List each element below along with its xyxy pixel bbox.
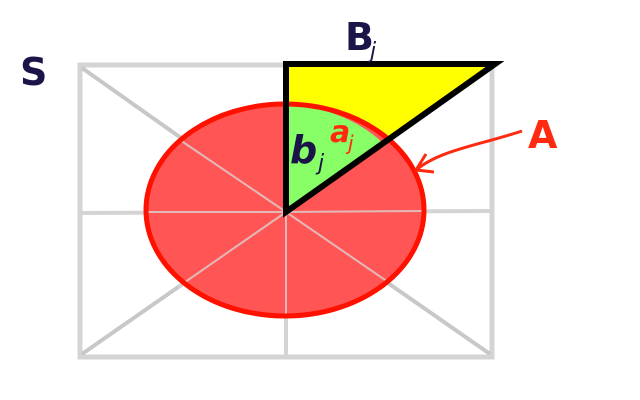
spoke-lower-left <box>177 211 287 288</box>
label-a-lower-subscript: j <box>345 131 354 155</box>
arrow-head <box>414 153 435 174</box>
label-b-upper-subscript: j <box>367 39 377 64</box>
label-b-lower: b <box>290 128 317 172</box>
label-s: S <box>20 50 47 94</box>
arrow-to-ellipse <box>414 129 523 174</box>
label-b-upper: B <box>345 15 374 59</box>
triangle-b-upper-outline <box>283 61 505 218</box>
label-a-set: A <box>528 113 558 157</box>
sector-b-lower <box>286 104 383 212</box>
label-a-lower: a <box>330 115 350 150</box>
spoke-upper-left <box>179 139 287 213</box>
arrow-shaft <box>415 129 523 172</box>
spoke-right <box>285 210 425 213</box>
spoke-lower-right <box>285 211 389 283</box>
label-b-lower-subscript: j <box>315 151 325 176</box>
